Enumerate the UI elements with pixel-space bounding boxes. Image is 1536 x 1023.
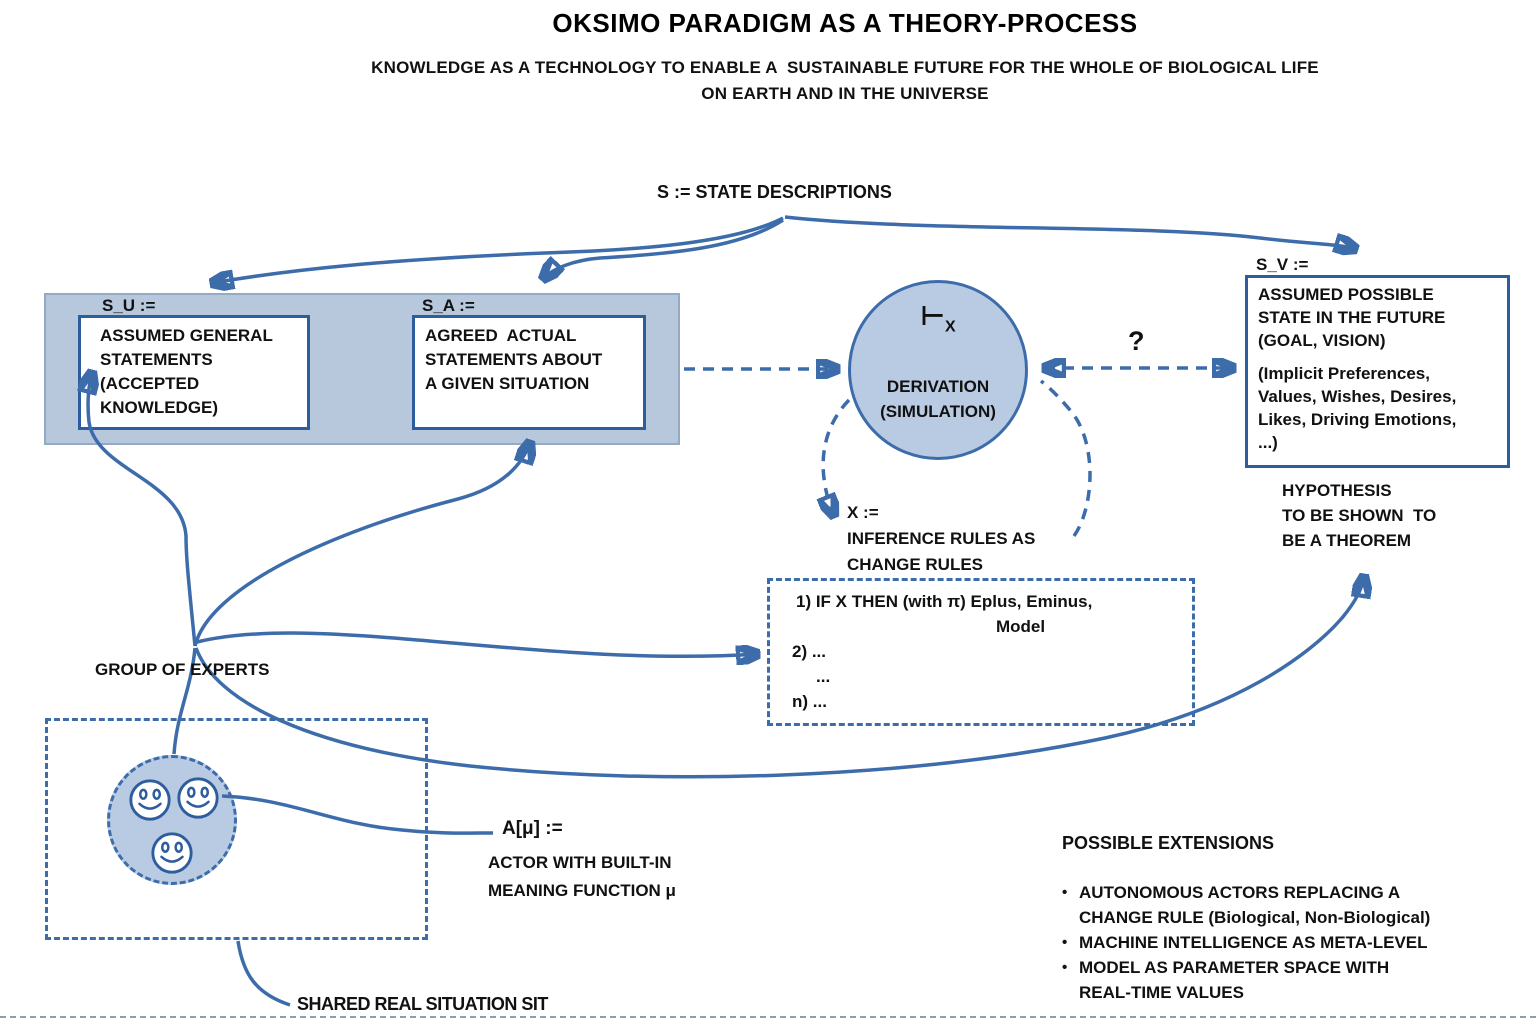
arrow-experts-to-sa (193, 442, 530, 647)
sa-text: AGREED ACTUAL STATEMENTS ABOUT A GIVEN S… (425, 326, 603, 393)
actor-label: A[μ] := (502, 818, 563, 839)
extension-item-text: AUTONOMOUS ACTORS REPLACING A CHANGE RUL… (1079, 883, 1431, 927)
smiley-face-icon (151, 832, 193, 874)
smiley-mouth (186, 800, 210, 808)
smiley-eye (160, 841, 170, 853)
arrow-state-to-sv (784, 215, 1356, 249)
diagram-header: OKSIMO PARADIGM AS A THEORY-PROCESS KNOW… (280, 8, 1410, 107)
bottom-divider-line (0, 1016, 1536, 1018)
derivation-circle: ⊢X DERIVATION (SIMULATION) (848, 280, 1028, 460)
extension-item: • AUTONOMOUS ACTORS REPLACING A CHANGE R… (1062, 880, 1522, 930)
actor-text: ACTOR WITH BUILT-IN MEANING FUNCTION μ (488, 853, 676, 900)
group-of-experts-label: GROUP OF EXPERTS (95, 660, 270, 679)
rule-line-4: ... (816, 667, 831, 686)
arrow-state-to-su (212, 216, 784, 283)
extension-item: • MACHINE INTELLIGENCE AS META-LEVEL (1062, 930, 1522, 955)
smiley-mouth (160, 855, 184, 863)
smiley-face-icon (177, 777, 219, 819)
derivation-label: DERIVATION (SIMULATION) (880, 377, 996, 422)
smiley-face-icon (129, 779, 171, 821)
dashed-loop-from-inference (1039, 379, 1092, 538)
smiley-eye (152, 788, 162, 800)
smiley-eye (186, 786, 196, 798)
sv-label: S_V := (1256, 255, 1309, 274)
rule-line-3: 2) ... (792, 642, 827, 661)
smiley-eye (200, 786, 210, 798)
arrow-experts-to-rules (196, 631, 758, 656)
shared-situation-label: SHARED REAL SITUATION SIT (297, 994, 548, 1014)
sa-label: S_A := (422, 296, 475, 315)
page-subtitle: KNOWLEDGE AS A TECHNOLOGY TO ENABLE A SU… (371, 58, 1319, 103)
arrow-state-to-sa (543, 218, 784, 279)
extension-item-text: MACHINE INTELLIGENCE AS META-LEVEL (1079, 933, 1428, 952)
inference-rules-label: X := INFERENCE RULES AS CHANGE RULES (847, 503, 1036, 574)
question-mark-label: ? (1128, 326, 1145, 356)
sa-box (412, 315, 646, 430)
page-title: OKSIMO PARADIGM AS A THEORY-PROCESS (552, 8, 1138, 38)
possible-extensions-heading: POSSIBLE EXTENSIONS (1062, 833, 1275, 853)
sv-box (1245, 275, 1510, 468)
extension-item-text: MODEL AS PARAMETER SPACE WITH REAL-TIME … (1079, 958, 1390, 1002)
bullet-icon: • (1062, 884, 1068, 901)
smiley-eye (138, 788, 148, 800)
hypothesis-label: HYPOTHESIS TO BE SHOWN TO BE A THEOREM (1282, 481, 1437, 550)
rule-line-1: 1) IF X THEN (with π) Eplus, Eminus, (796, 592, 1093, 611)
smiley-mouth (138, 802, 162, 810)
extension-item: • MODEL AS PARAMETER SPACE WITH REAL-TIM… (1062, 955, 1522, 1005)
smiley-eye (174, 841, 184, 853)
change-rules-box: 1) IF X THEN (with π) Eplus, Eminus, Mod… (767, 578, 1195, 726)
sv-text-top: ASSUMED POSSIBLE STATE IN THE FUTURE (GO… (1258, 285, 1446, 350)
shared-situation-box (45, 718, 428, 940)
state-descriptions-label: S := STATE DESCRIPTIONS (657, 182, 892, 202)
smiley-head (177, 777, 219, 819)
dashed-loop-to-inference (823, 398, 851, 516)
possible-extensions-list: • AUTONOMOUS ACTORS REPLACING A CHANGE R… (1062, 880, 1522, 1005)
turnstile-symbol: ⊢X (920, 301, 956, 336)
rule-line-2: Model (996, 617, 1046, 636)
line-box-to-shared-label (236, 940, 291, 1007)
bullet-icon: • (1062, 934, 1068, 951)
smiley-head (129, 779, 171, 821)
su-label: S_U := (102, 296, 156, 315)
su-text: ASSUMED GENERAL STATEMENTS (ACCEPTED KNO… (100, 326, 273, 417)
sv-text-bottom: (Implicit Preferences, Values, Wishes, D… (1258, 364, 1457, 452)
bullet-icon: • (1062, 959, 1068, 976)
rule-line-5: n) ... (792, 692, 827, 711)
smiley-head (151, 832, 193, 874)
